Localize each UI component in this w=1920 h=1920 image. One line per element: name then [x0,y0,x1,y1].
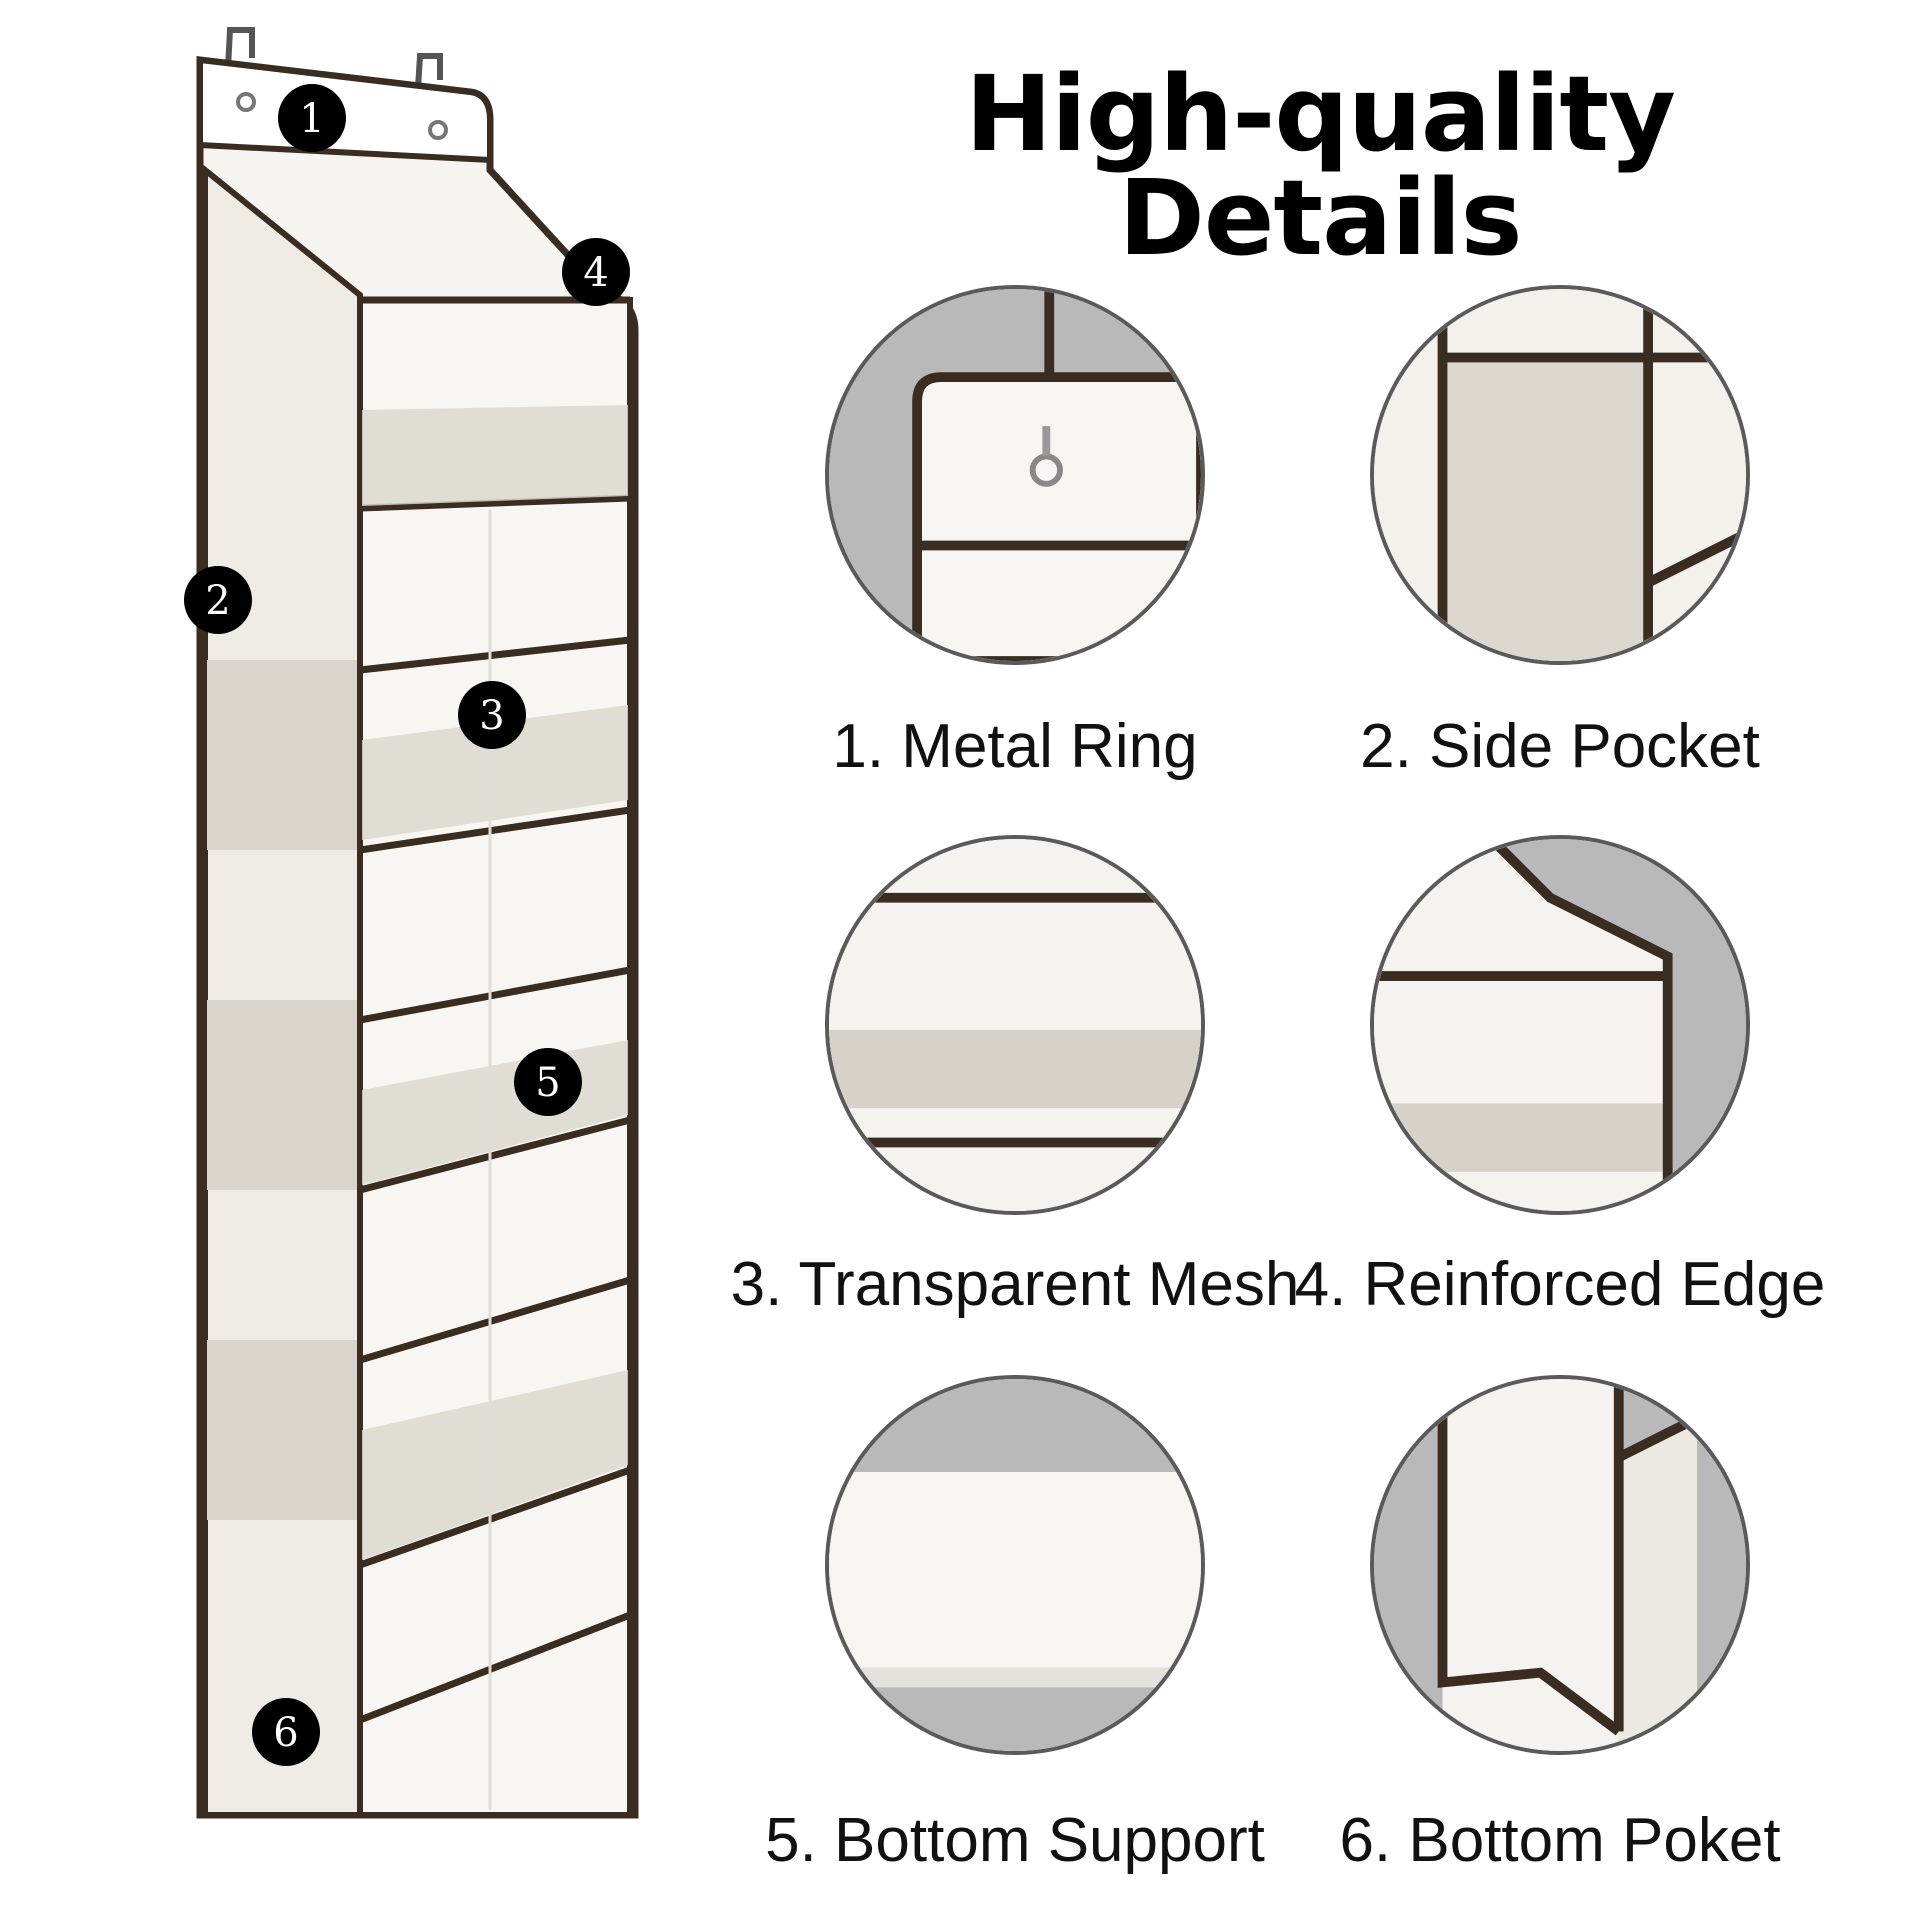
marker-1-label: 1 [299,96,324,142]
marker-1: 1 [278,84,346,152]
detail-transparent-mesh [825,835,1205,1215]
caption-reinforced-edge: 4. Reinforced Edge [1294,1250,1826,1319]
marker-6: 6 [252,1698,320,1766]
caption-metal-ring: 1. Metal Ring [832,712,1198,781]
page-title: High-quality Details [965,53,1676,279]
detail-side-pocket [1370,285,1750,665]
metal-ring-left [236,92,256,112]
detail-bottom-support [825,1375,1205,1755]
marker-4-label: 4 [583,250,608,296]
detail-bottom-pocket [1370,1375,1750,1755]
metal-ring-right [428,120,448,140]
side-mesh-pocket [207,660,357,850]
marker-3-label: 3 [479,693,504,739]
marker-6-label: 6 [273,1710,298,1756]
marker-3: 3 [458,681,526,749]
caption-bottom-pocket: 6. Bottom Poket [1339,1806,1781,1875]
marker-4: 4 [562,238,630,306]
detail-metal-ring [825,285,1205,665]
marker-2-label: 2 [205,578,230,624]
side-mesh-pocket [207,1000,357,1190]
left-door-hook [225,27,255,69]
caption-side-pocket: 2. Side Pocket [1360,712,1760,781]
side-panel [202,163,363,1818]
side-mesh-pocket [207,1340,357,1520]
caption-transparent-mesh: 3. Transparent Mesh [730,1250,1300,1319]
marker-2: 2 [184,566,252,634]
right-door-hook [415,53,443,89]
caption-bottom-support: 5. Bottom Support [765,1806,1265,1875]
detail-reinforced-edge [1370,835,1750,1215]
marker-5: 5 [514,1048,582,1116]
marker-5-label: 5 [535,1060,560,1106]
hanging-organizer-illustration: 1 2 3 4 5 6 [184,27,639,1819]
